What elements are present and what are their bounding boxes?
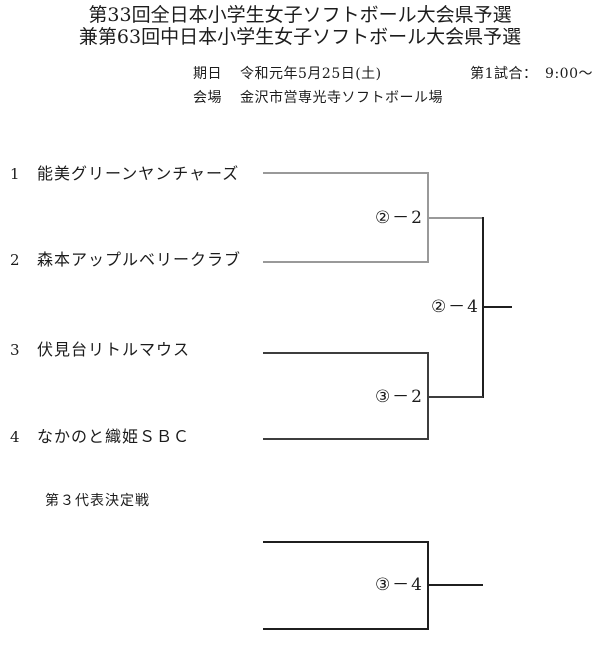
match-label-third-place: ③－4 xyxy=(374,575,424,595)
venue-value: 金沢市営専光寺ソフトボール場 xyxy=(240,90,443,106)
first-game-time: 第1試合： 9:00～ xyxy=(470,66,593,82)
page-title-line1: 第33回全日本小学生女子ソフトボール大会県予選 xyxy=(88,4,512,26)
team-name: 伏見台リトルマウス xyxy=(37,340,191,359)
team-name: 能美グリーンヤンチャーズ xyxy=(37,164,240,183)
team-seed: 2 xyxy=(10,251,20,269)
bracket-winner-line-match3 xyxy=(427,396,483,398)
team-name: 森本アップルベリークラブ xyxy=(37,250,242,269)
third-place-heading: 第３代表決定戦 xyxy=(45,493,150,509)
team-row: 2 森本アップルベリークラブ xyxy=(10,250,241,270)
bracket-winner-line-final xyxy=(482,306,512,308)
team-row: 1 能美グリーンヤンチャーズ xyxy=(10,164,239,184)
date-label: 期日 xyxy=(193,66,222,82)
page-title-line2: 兼第63回中日本小学生女子ソフトボール大会県予選 xyxy=(78,26,522,48)
team-name: なかのと織姫ＳＢＣ xyxy=(37,427,191,446)
bracket-line-team1 xyxy=(263,172,429,174)
match-label-semifinal-2: ③－2 xyxy=(374,387,424,407)
bracket-winner-line-thirdplace xyxy=(427,584,483,586)
team-seed: 4 xyxy=(10,428,20,446)
bracket-line-team2 xyxy=(263,261,429,263)
venue-label: 会場 xyxy=(193,90,222,106)
team-seed: 3 xyxy=(10,341,20,359)
team-row: 4 なかのと織姫ＳＢＣ xyxy=(10,427,190,447)
bracket-line-thirdplace-bottom xyxy=(263,628,429,630)
match-label-semifinal-1: ②－2 xyxy=(374,208,424,228)
match-label-final: ②－4 xyxy=(430,297,480,317)
bracket-line-team3 xyxy=(263,352,429,354)
bracket-line-thirdplace-top xyxy=(263,541,429,543)
team-seed: 1 xyxy=(10,165,20,183)
bracket-winner-line-match2 xyxy=(427,217,483,219)
date-value: 令和元年5月25日(土) xyxy=(240,66,382,82)
bracket-line-team4 xyxy=(263,438,429,440)
team-row: 3 伏見台リトルマウス xyxy=(10,340,190,360)
